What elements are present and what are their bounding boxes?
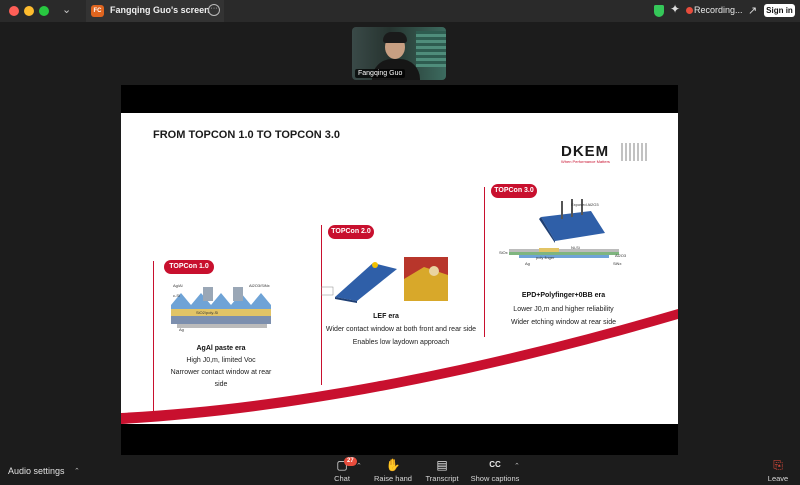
era-3-label-siox: SiOx	[499, 250, 508, 255]
era-1-line-2: Narrower contact window at rear	[170, 369, 272, 376]
sparkle-icon[interactable]: ✦	[670, 2, 681, 16]
partner-logo	[621, 143, 647, 161]
era-1-divider	[153, 261, 154, 416]
close-window-button[interactable]	[9, 6, 19, 16]
meeting-toolbar: Audio settings ⌃ ▢ Chat 27 ⌃ ✋ Raise han…	[0, 456, 800, 485]
window-titlebar: ⌄ FC Fangqing Guo's screen ··· ✦ Recordi…	[0, 0, 800, 22]
shared-screen: FROM TOPCON 1.0 TO TOPCON 3.0 DKEM When …	[121, 85, 678, 455]
era-3-badge: TOPCon 3.0	[491, 184, 537, 198]
era-1-cell-diagram	[171, 287, 271, 328]
video-background	[416, 31, 446, 67]
transcript-icon: ▤	[436, 458, 448, 472]
era-3-line-1: Lower J0,m and higher reliability	[513, 306, 614, 313]
era-2-divider	[321, 225, 322, 385]
era-2-cell-diagram	[321, 262, 397, 303]
era-3-label-sinx: SiNx	[613, 261, 622, 266]
presentation-slide: FROM TOPCON 1.0 TO TOPCON 3.0 DKEM When …	[121, 113, 678, 424]
era-3-layer-diagram	[509, 248, 619, 258]
slide-title: FROM TOPCON 1.0 TO TOPCON 3.0	[153, 129, 341, 141]
captions-icon: CC	[489, 460, 501, 469]
recording-status[interactable]: Recording...	[694, 5, 743, 15]
chat-chevron-up-icon[interactable]: ⌃	[356, 463, 362, 470]
screen-share-tab[interactable]: FC Fangqing Guo's screen ···	[86, 0, 224, 22]
era-3-label-nisi: Ni-Si	[571, 245, 580, 250]
video-person-hair	[383, 32, 407, 43]
transcript-label: Transcript	[425, 474, 459, 483]
raise-hand-label: Raise hand	[374, 474, 412, 483]
era-1-badge: TOPCon 1.0	[164, 260, 214, 274]
leave-button[interactable]: ⎘ Leave	[764, 458, 792, 483]
era-2-badge: TOPCon 2.0	[328, 225, 374, 239]
era-1-name: AgAl paste era	[196, 345, 246, 352]
era-3-label-polyfinger: poly finger	[536, 255, 555, 260]
chat-icon: ▢	[336, 458, 348, 472]
expand-icon[interactable]: ↗	[748, 5, 758, 17]
recording-dot-icon	[686, 7, 693, 14]
participant-initials-badge: FC	[91, 5, 104, 17]
era-3-line-2: Wider etching window at rear side	[510, 319, 617, 326]
tab-title: Fangqing Guo's screen	[110, 5, 210, 15]
transcript-button[interactable]: ▤ Transcript	[423, 458, 461, 483]
era-1-line-3: side	[214, 381, 228, 388]
show-captions-button[interactable]: CC Show captions	[468, 458, 522, 483]
era-3-name: EPD+Polyfinger+0BB era	[521, 292, 606, 299]
leave-label: Leave	[767, 474, 789, 483]
raise-hand-icon: ✋	[385, 458, 401, 472]
era-1-label-passivation: Al2O3/SiNx	[249, 283, 270, 288]
era-1-label-agal: Ag/Al	[173, 283, 183, 288]
era-2-line-1: Wider contact window at both front and r…	[325, 326, 477, 333]
era-3-divider	[484, 187, 485, 337]
slide-swoosh	[121, 309, 678, 424]
era-1-label-csi: c-Si	[173, 293, 180, 298]
chevron-down-icon[interactable]: ⌄	[62, 4, 72, 16]
company-tagline: When Performance Matters	[561, 159, 610, 164]
minimize-window-button[interactable]	[24, 6, 34, 16]
captions-chevron-up-icon[interactable]: ⌃	[514, 463, 520, 470]
era-3-label-ag: Ag	[525, 261, 530, 266]
audio-chevron-up-icon[interactable]: ⌃	[74, 468, 80, 475]
era-1-label-poly: SiO2/poly-Si	[196, 310, 219, 315]
chat-unread-badge: 27	[344, 457, 357, 466]
sign-in-button[interactable]: Sign in	[764, 4, 795, 17]
era-1-label-ag: Ag	[179, 327, 184, 332]
era-1-line-1: High J0,m, limited Voc	[186, 357, 256, 364]
era-2-line-2: Enables low laydown approach	[352, 339, 450, 346]
raise-hand-button[interactable]: ✋ Raise hand	[372, 458, 414, 483]
era-3-cell-diagram	[539, 199, 605, 243]
chat-label: Chat	[334, 474, 350, 483]
era-2-micrograph	[404, 257, 448, 301]
company-logo: DKEM	[561, 143, 610, 160]
more-options-icon[interactable]: ···	[208, 4, 220, 16]
chat-button[interactable]: ▢ Chat	[326, 458, 358, 483]
shield-icon[interactable]	[654, 5, 664, 17]
era-3-label-al2o3: Al2O3	[615, 253, 627, 258]
audio-settings-button[interactable]: Audio settings	[8, 466, 65, 476]
era-3-label-exposed: Exposed Al2O3	[571, 202, 599, 207]
leave-icon: ⎘	[773, 458, 783, 472]
era-2-name: LEF era	[373, 313, 399, 320]
captions-label: Show captions	[470, 474, 520, 483]
fullscreen-window-button[interactable]	[39, 6, 49, 16]
participant-video-tile[interactable]: Fangqing Guo	[352, 27, 446, 80]
participant-name-label: Fangqing Guo	[355, 69, 406, 78]
